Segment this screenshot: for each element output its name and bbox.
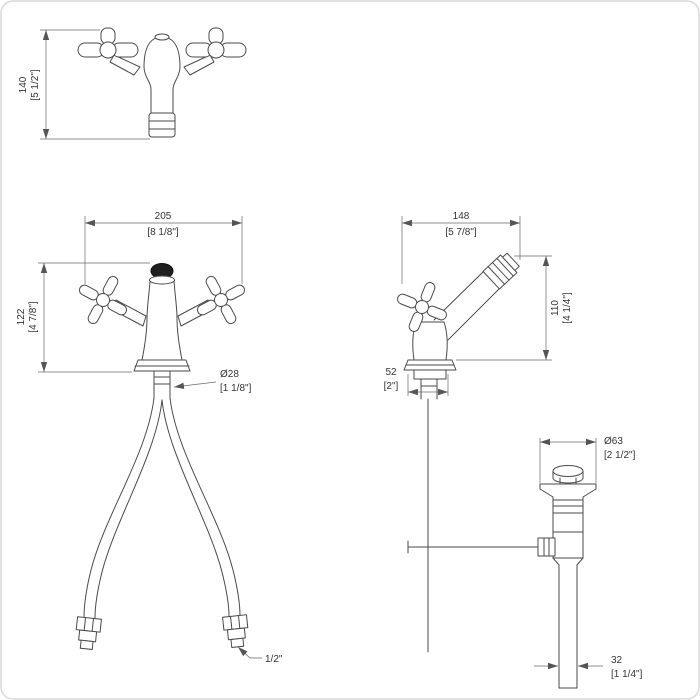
cap-ring	[149, 275, 175, 285]
faucet-front-view	[77, 27, 247, 138]
right-cross-handle	[185, 264, 257, 336]
pop-up-cap	[552, 465, 584, 477]
left-hose-inner	[94, 399, 163, 619]
dimension-140: 140 [5 1/2"]	[18, 29, 150, 140]
dim-52-inch-label: [2"]	[384, 381, 399, 392]
dimension-52: 52 [2"]	[384, 367, 449, 396]
pivot-nut	[537, 537, 556, 557]
dimension-63: Ø63 [2 1/2"]	[539, 436, 636, 483]
drain-flange	[539, 483, 597, 501]
dim-28-mm-label: Ø28	[220, 369, 239, 380]
dim-52-mm-label: 52	[385, 367, 397, 378]
right-hose-inner	[161, 399, 230, 617]
dimension-32: 32 [1 1/4"]	[534, 655, 643, 680]
dimension-110: 110 [4 1/4"]	[456, 255, 573, 361]
dim-32-mm-label: 32	[611, 655, 623, 666]
right-handle-stem	[183, 54, 215, 76]
hose-thread-callout: 1/2"	[237, 646, 283, 665]
dimension-28: Ø28 [1 1/8"]	[173, 369, 252, 394]
dim-205-mm-label: 205	[155, 211, 172, 222]
dim-63-inch-label: [2 1/2"]	[604, 450, 636, 461]
lock-nut	[413, 369, 447, 380]
faucet-body	[141, 280, 183, 361]
dim-110-mm-label: 110	[550, 300, 561, 316]
dimension-205: 205 [8 1/8"]	[84, 211, 243, 284]
dim-140-mm-label: 140	[18, 76, 29, 93]
left-hose-fitting	[75, 616, 102, 650]
hose-thread-label: 1/2"	[265, 654, 283, 665]
right-hose-fitting	[222, 614, 249, 648]
right-hose-outer	[169, 397, 241, 617]
dim-63-mm-label: Ø63	[604, 436, 623, 447]
dim-28-inch-label: [1 1/8"]	[220, 383, 252, 394]
faucet-body	[143, 36, 181, 114]
left-cross-handle	[77, 27, 139, 59]
spout-aerator	[482, 252, 520, 290]
spout-lower-edge	[447, 287, 501, 341]
left-hose-outer	[83, 397, 155, 619]
dim-32-inch-label: [1 1/4"]	[611, 669, 643, 680]
faucet-installed-view	[67, 263, 257, 650]
dim-148-mm-label: 148	[453, 211, 470, 222]
left-cross-handle	[67, 264, 139, 336]
dim-205-inch-label: [8 1/8"]	[147, 227, 179, 238]
aerator	[148, 112, 176, 138]
dim-122-mm-label: 122	[16, 308, 27, 325]
cap-top	[154, 33, 170, 41]
dim-140-inch-label: [5 1/2"]	[30, 69, 41, 101]
left-handle-stem	[109, 54, 141, 76]
dimension-122: 122 [4 7/8"]	[16, 262, 150, 373]
dim-148-inch-label: [5 7/8"]	[445, 227, 477, 238]
faucet-side-view	[387, 252, 539, 653]
right-cross-handle	[185, 27, 247, 59]
dim-122-inch-label: [4 7/8"]	[28, 301, 39, 333]
dimension-148: 148 [5 7/8"]	[401, 211, 521, 284]
dim-110-inch-label: [4 1/4"]	[562, 292, 573, 324]
pop-up-drain-view	[537, 465, 597, 689]
